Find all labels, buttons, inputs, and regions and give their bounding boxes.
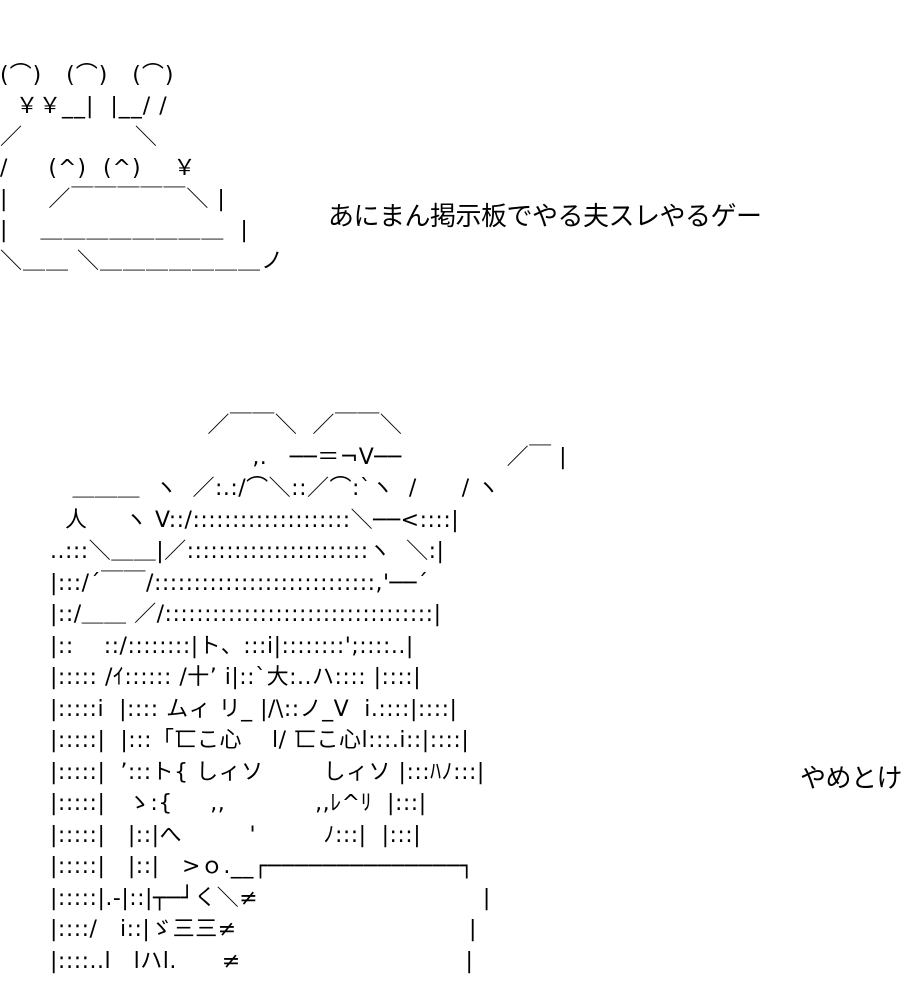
ascii-art-character: ／￣￣＼ ／￣￣＼ ,. ──＝¬V── ／￣ | ＿＿＿ ヽ ／:.:/⌒＼:… — [50, 413, 568, 974]
title-caption: あにまん掲示板でやる夫スレやるゲー — [328, 202, 762, 232]
ascii-art-yaruo-face: (⌒) (⌒) (⌒) ￥￥__| |__/ / ／ ＼ / (^) (^) ￥… — [0, 63, 284, 274]
speech-caption: やめとけ — [800, 764, 903, 794]
